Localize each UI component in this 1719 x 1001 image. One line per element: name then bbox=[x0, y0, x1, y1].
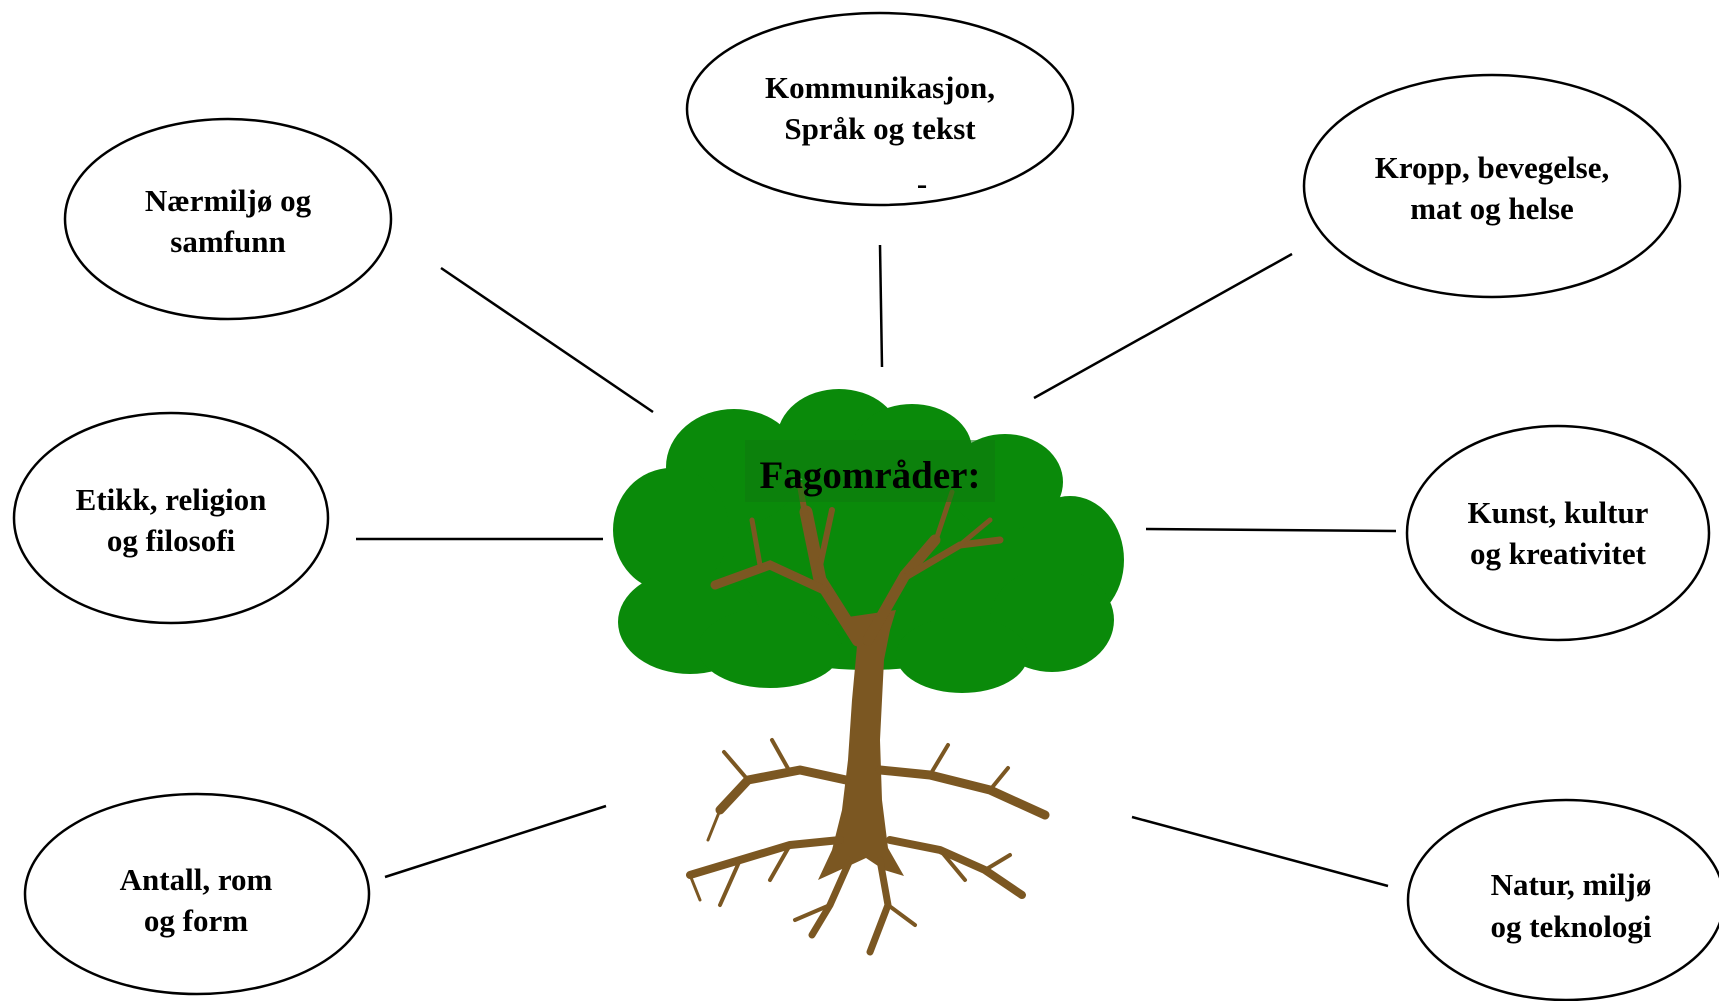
connector-lines bbox=[356, 244, 1397, 888]
node-kropp-line1: Kropp, bevegelse, bbox=[1375, 150, 1610, 185]
node-natur-line1: Natur, miljø bbox=[1491, 867, 1652, 902]
node-naermiljo-line2: samfunn bbox=[170, 224, 285, 259]
node-kunst: Kunst, kultur og kreativitet bbox=[1405, 424, 1711, 642]
node-etikk-line1: Etikk, religion bbox=[76, 482, 267, 517]
node-natur-line2: og teknologi bbox=[1490, 909, 1651, 944]
center-label: Fagområder: bbox=[760, 454, 981, 497]
node-kropp-line2: mat og helse bbox=[1410, 191, 1574, 226]
node-kommunikasjon-line1: Kommunikasjon, bbox=[765, 70, 995, 105]
node-etikk-line2: og filosofi bbox=[107, 523, 236, 558]
node-naermiljo: Nærmiljø og samfunn bbox=[63, 117, 393, 321]
node-kommunikasjon-extra: - bbox=[917, 166, 927, 201]
connector-kunst bbox=[1145, 527, 1397, 533]
connector-natur bbox=[1131, 815, 1389, 888]
tree-trunk bbox=[710, 482, 1004, 880]
node-antall: Antall, rom og form bbox=[23, 792, 371, 996]
node-natur: Natur, miljø og teknologi bbox=[1406, 798, 1719, 1001]
connector-antall bbox=[384, 804, 607, 879]
connector-naermiljo bbox=[440, 266, 654, 414]
node-kommunikasjon-line2: Språk og tekst bbox=[784, 111, 976, 146]
tree-illustration: Fagområder: bbox=[613, 389, 1124, 956]
node-naermiljo-line1: Nærmiljø og bbox=[145, 183, 312, 218]
node-kunst-line1: Kunst, kultur bbox=[1468, 495, 1649, 530]
node-etikk: Etikk, religion og filosofi bbox=[12, 411, 330, 625]
node-kunst-line2: og kreativitet bbox=[1470, 536, 1647, 571]
connector-kropp bbox=[1033, 252, 1293, 400]
node-kropp: Kropp, bevegelse, mat og helse bbox=[1302, 73, 1682, 299]
connector-kommunikasjon bbox=[878, 244, 884, 368]
center-label-background bbox=[745, 440, 995, 502]
node-kommunikasjon: Kommunikasjon, Språk og tekst - bbox=[685, 11, 1075, 207]
node-antall-line1: Antall, rom bbox=[120, 862, 273, 897]
node-antall-line2: og form bbox=[144, 903, 248, 938]
tree-roots bbox=[686, 738, 1050, 956]
